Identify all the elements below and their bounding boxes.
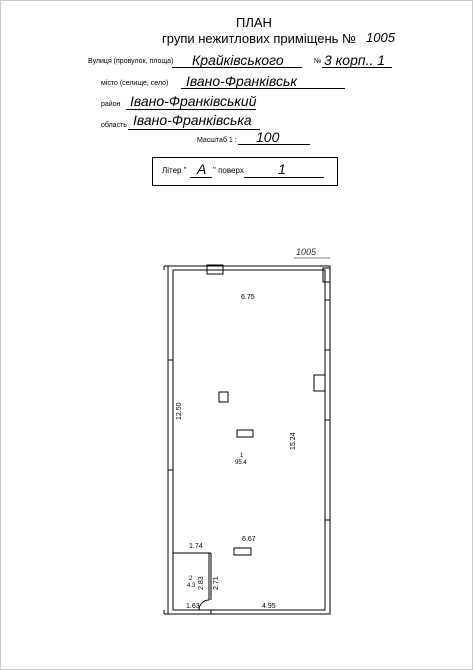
floor-underline: [244, 177, 324, 178]
dim-small-room-h1: 2.83: [198, 576, 205, 590]
scale-value: 100: [256, 129, 280, 145]
street-underline: [172, 67, 302, 68]
dim-small-room-top: 1.74: [189, 543, 203, 550]
outer-wall-inner: [172, 269, 326, 611]
right-niche: [313, 374, 326, 392]
room-2-area: 4.3: [187, 583, 196, 589]
district-underline: [126, 109, 256, 110]
column-3: [233, 547, 252, 556]
right-top-jog: [322, 267, 331, 283]
street-value: Крайківського: [192, 52, 284, 68]
city-underline: [181, 88, 345, 89]
floor-value: 1: [278, 161, 286, 177]
dim-bottom-right: 4.95: [262, 603, 276, 610]
liter-underline: [190, 177, 212, 178]
scale-label: Масштаб 1 :: [197, 137, 237, 144]
liter-value: А: [197, 161, 207, 177]
dim-bottom-left: 1.63: [186, 603, 200, 610]
house-label: №: [314, 58, 322, 65]
house-value: 3 корп.. 1: [324, 52, 386, 68]
room-1-number: 1: [240, 453, 244, 459]
region-value: Івано-Франківська: [133, 112, 252, 128]
top-notch: [206, 264, 224, 275]
outer-wall-outer: [167, 265, 331, 615]
door-arc: [198, 599, 210, 611]
district-value: Івано-Франківський: [130, 93, 257, 109]
dim-small-room-h2: 2.71: [213, 576, 220, 590]
plan-number: 1005: [366, 30, 395, 45]
dim-right: 15.24: [290, 432, 297, 450]
dim-left: 12.50: [176, 402, 183, 420]
plan-subtitle: групи нежитлових приміщень №: [162, 31, 357, 46]
region-label: область: [101, 122, 127, 129]
city-value: Івано-Франківськ: [186, 73, 297, 89]
floor-label: " поверх: [213, 166, 244, 175]
dim-inner: 6.67: [242, 536, 256, 543]
region-underline: [128, 129, 260, 130]
district-label: район: [101, 101, 121, 108]
dim-top: 6.75: [241, 294, 255, 301]
plan-group-number: 1005: [296, 247, 317, 257]
column-1: [218, 391, 229, 403]
room-1-area: 95.4: [235, 460, 247, 466]
scale-underline: [238, 144, 310, 145]
house-underline: [322, 67, 392, 68]
column-2: [236, 429, 254, 438]
city-label: місто (селище, село): [101, 80, 169, 87]
street-label: Вулиця (провулок, площа): [88, 58, 174, 65]
liter-box: [152, 157, 338, 186]
plan-title: ПЛАН: [236, 15, 272, 30]
liter-label: Літер ": [162, 166, 187, 175]
room-2-number: 2: [189, 576, 193, 582]
